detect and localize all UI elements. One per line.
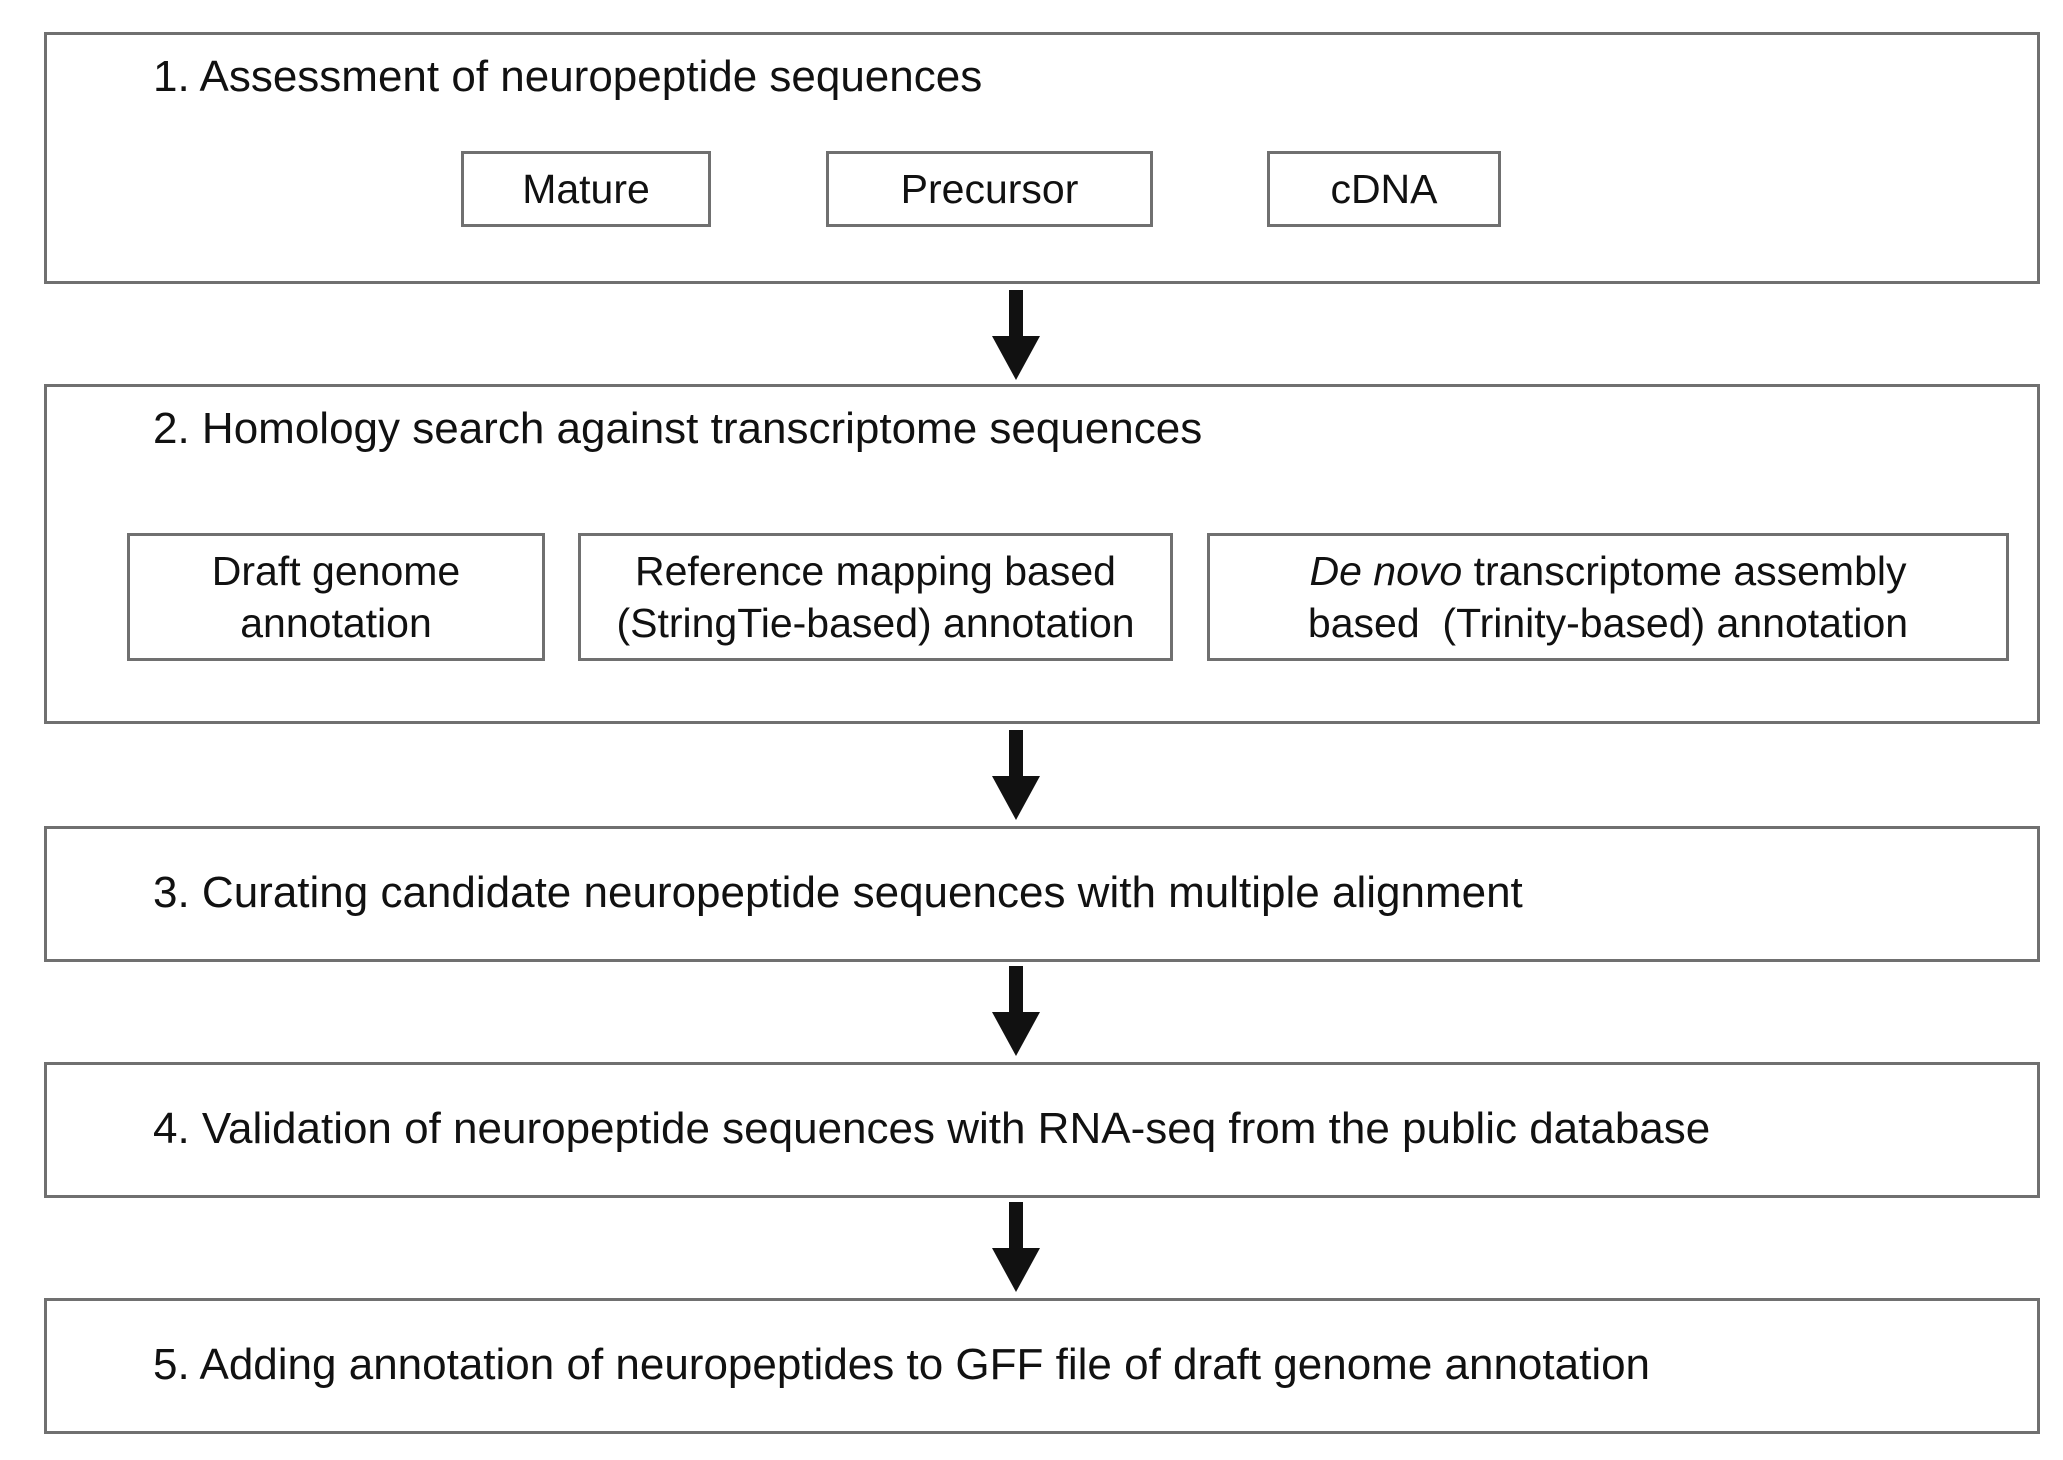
step-1-item-mature: Mature xyxy=(461,151,711,227)
step-4-title: 4. Validation of neuropeptide sequences … xyxy=(153,1104,1711,1153)
step-2-item-draft-genome-line2: annotation xyxy=(240,600,432,646)
arrow-down-1 xyxy=(992,290,1040,380)
step-5-box: 5. Adding annotation of neuropeptides to… xyxy=(44,1298,2040,1434)
step-2-item-reference-mapping-line2: (StringTie-based) annotation xyxy=(616,600,1135,646)
step-3-title: 3. Curating candidate neuropeptide seque… xyxy=(153,868,1523,917)
step-4-box: 4. Validation of neuropeptide sequences … xyxy=(44,1062,2040,1198)
step-1-item-precursor: Precursor xyxy=(826,151,1153,227)
step-1-box: 1. Assessment of neuropeptide sequences … xyxy=(44,32,2040,284)
step-2-item-de-novo-assembly: De novo transcriptome assembly based (Tr… xyxy=(1207,533,2009,661)
arrow-down-2 xyxy=(992,730,1040,820)
step-1-title: 1. Assessment of neuropeptide sequences xyxy=(153,52,983,101)
step-1-item-cdna: cDNA xyxy=(1267,151,1501,227)
step-1-item-mature-label: Mature xyxy=(522,166,650,212)
step-1-item-precursor-label: Precursor xyxy=(900,166,1079,212)
step-2-item-reference-mapping-line1: Reference mapping based xyxy=(635,548,1116,594)
step-2-item-de-novo-line1-rest: transcriptome assembly xyxy=(1462,548,1907,594)
step-3-box: 3. Curating candidate neuropeptide seque… xyxy=(44,826,2040,962)
step-5-title: 5. Adding annotation of neuropeptides to… xyxy=(153,1340,1651,1389)
step-2-item-reference-mapping: Reference mapping based (StringTie-based… xyxy=(578,533,1173,661)
step-2-title: 2. Homology search against transcriptome… xyxy=(153,404,1203,453)
step-1-item-cdna-label: cDNA xyxy=(1330,166,1438,212)
step-2-item-draft-genome-line1: Draft genome xyxy=(211,548,461,594)
arrow-down-4 xyxy=(992,1202,1040,1292)
step-2-box: 2. Homology search against transcriptome… xyxy=(44,384,2040,724)
step-2-item-de-novo-line2: based (Trinity-based) annotation xyxy=(1307,600,1909,646)
step-2-item-de-novo-italic: De novo xyxy=(1309,548,1463,594)
arrow-down-3 xyxy=(992,966,1040,1056)
step-2-item-draft-genome: Draft genome annotation xyxy=(127,533,545,661)
